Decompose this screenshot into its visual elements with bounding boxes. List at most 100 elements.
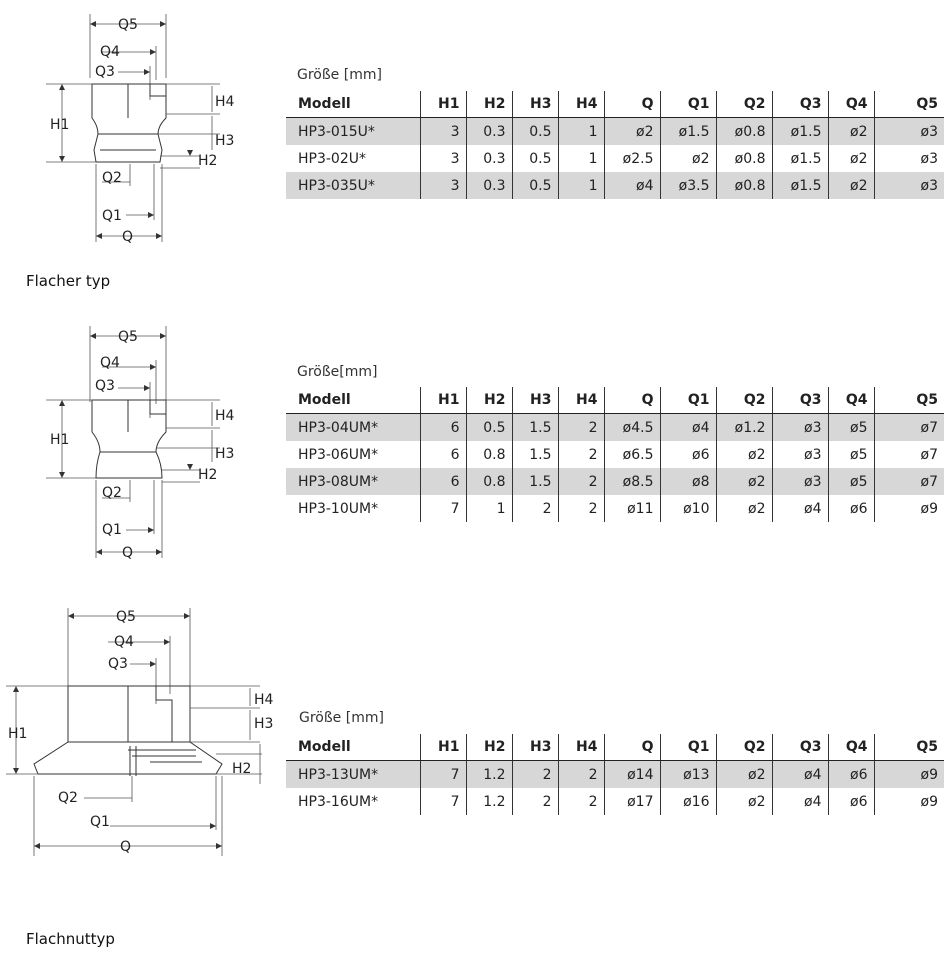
dim-h1: H1 [50,117,69,133]
col-header: Q [604,734,661,761]
table-cell: 1 [558,145,605,172]
table-cell: ø2 [716,468,773,495]
table-cell: 1.2 [466,788,513,815]
table-cell: 1 [558,117,605,145]
table-cell: ø17 [604,788,661,815]
table-cell: ø1.2 [716,413,773,441]
table-cell: ø3 [772,468,829,495]
col-header: Modell [286,387,421,414]
col-header: Modell [286,91,421,118]
col-header: Q1 [660,387,717,414]
col-header: H1 [420,387,467,414]
table-row: HP3-015U* 3 0.3 0.5 1 ø2 ø1.5 ø0.8 ø1.5 … [286,117,944,145]
table-cell: ø3 [874,172,944,199]
table-cell: ø2 [716,441,773,468]
table-cell: 0.5 [512,172,559,199]
table-cell: 1 [466,495,513,522]
table-row: HP3-13UM* 7 1.2 2 2 ø14 ø13 ø2 ø4 ø6 ø9 [286,760,944,788]
spec-table-2: Modell H1 H2 H3 H4 Q Q1 Q2 Q3 Q4 Q5 HP3-… [286,387,944,522]
dim-q: Q [120,839,131,855]
table-cell: 1 [558,172,605,199]
table-cell: 2 [512,495,559,522]
col-header: H4 [558,91,605,118]
table-cell: ø0.8 [716,117,773,145]
dim-h4: H4 [215,94,235,110]
table-cell: ø2 [716,495,773,522]
dim-q1: Q1 [102,522,122,538]
dim-h4: H4 [254,692,274,708]
dim-q3: Q3 [108,656,128,672]
col-header: Q5 [874,387,944,414]
dim-q4: Q4 [114,634,134,650]
table-cell: ø9 [920,500,938,517]
dim-h1: H1 [8,726,27,742]
dim-q3: Q3 [95,378,115,394]
table-cell: ø6 [660,441,717,468]
table-cell: ø9 [874,760,944,788]
cup-diagram-3: Q5 Q4 Q3 H1 H4 H3 H2 Q2 Q1 Q [6,608,274,856]
table-cell: ø8 [660,468,717,495]
col-header: Q [604,91,661,118]
col-header: H3 [512,387,559,414]
col-header: Q1 [660,734,717,761]
cup-diagram-2: Q5 Q4 Q3 H1 H4 H3 H2 Q2 Q1 Q [46,326,235,561]
dim-q5: Q5 [116,609,136,625]
table-cell: 3 [420,117,467,145]
table-cell: ø3.5 [660,172,717,199]
table-cell: ø9 [920,793,938,810]
table-cell: 0.8 [466,441,513,468]
table-cell: 1.5 [512,413,559,441]
table-cell: 6 [420,441,467,468]
table-cell: HP3-02U* [286,145,421,172]
table-cell: 2 [558,788,605,815]
table-cell: ø2 [660,145,717,172]
col-header: Q2 [716,91,773,118]
table-cell: HP3-035U* [286,172,421,199]
table-cell: ø4 [772,495,829,522]
dim-h2: H2 [198,153,217,169]
table-cell: 0.3 [466,117,513,145]
table-cell: ø7 [874,468,944,495]
table-cell: 2 [512,788,559,815]
table-row: HP3-04UM* 6 0.5 1.5 2 ø4.5 ø4 ø1.2 ø3 ø5… [286,413,944,441]
table-row: HP3-08UM* 6 0.8 1.5 2 ø8.5 ø8 ø2 ø3 ø5 ø… [286,468,944,495]
table-cell: ø3 [772,441,829,468]
dim-q: Q [122,229,133,245]
dim-q: Q [122,545,133,561]
table-cell: 7 [420,495,467,522]
dim-q4: Q4 [100,44,120,60]
table-cell: 2 [558,413,605,441]
table-cell: ø1.5 [772,172,829,199]
table-cell: ø2.5 [604,145,661,172]
col-header: Modell [286,734,421,761]
dim-h1: H1 [50,432,69,448]
table-cell: 6 [420,468,467,495]
dim-q3: Q3 [95,64,115,80]
table-header-row: Modell H1 H2 H3 H4 Q Q1 Q2 Q3 Q4 Q5 [286,91,944,118]
table-row: HP3-02U* 3 0.3 0.5 1 ø2.5 ø2 ø0.8 ø1.5 ø… [286,145,944,172]
table-cell: ø10 [660,495,717,522]
col-header: Q1 [660,91,717,118]
table-cell: 0.5 [512,117,559,145]
table-cell: 0.5 [512,145,559,172]
table-cell: ø6.5 [604,441,661,468]
table-cell: ø4.5 [604,413,661,441]
dim-q2: Q2 [102,170,122,186]
table-cell: ø6 [828,495,875,522]
table-cell: ø14 [604,760,661,788]
table-cell: ø2 [716,760,773,788]
table-cell: ø2 [828,117,875,145]
table-cell: HP3-04UM* [286,413,421,441]
table-cell: ø1.5 [660,117,717,145]
table-cell: ø4 [660,413,717,441]
table-cell: 0.3 [466,172,513,199]
col-header: Q4 [828,91,875,118]
col-header: H2 [466,387,513,414]
table-cell: ø2 [828,145,875,172]
table-cell: ø11 [604,495,661,522]
table-cell: 0.5 [466,413,513,441]
table-cell: ø1.5 [772,117,829,145]
cup-diagram-1: Q5 Q4 Q3 H1 H4 H3 H2 Q2 Q1 Q [46,14,235,245]
col-header: H4 [558,734,605,761]
caption-flat-groove: Flachnuttyp [26,930,115,948]
